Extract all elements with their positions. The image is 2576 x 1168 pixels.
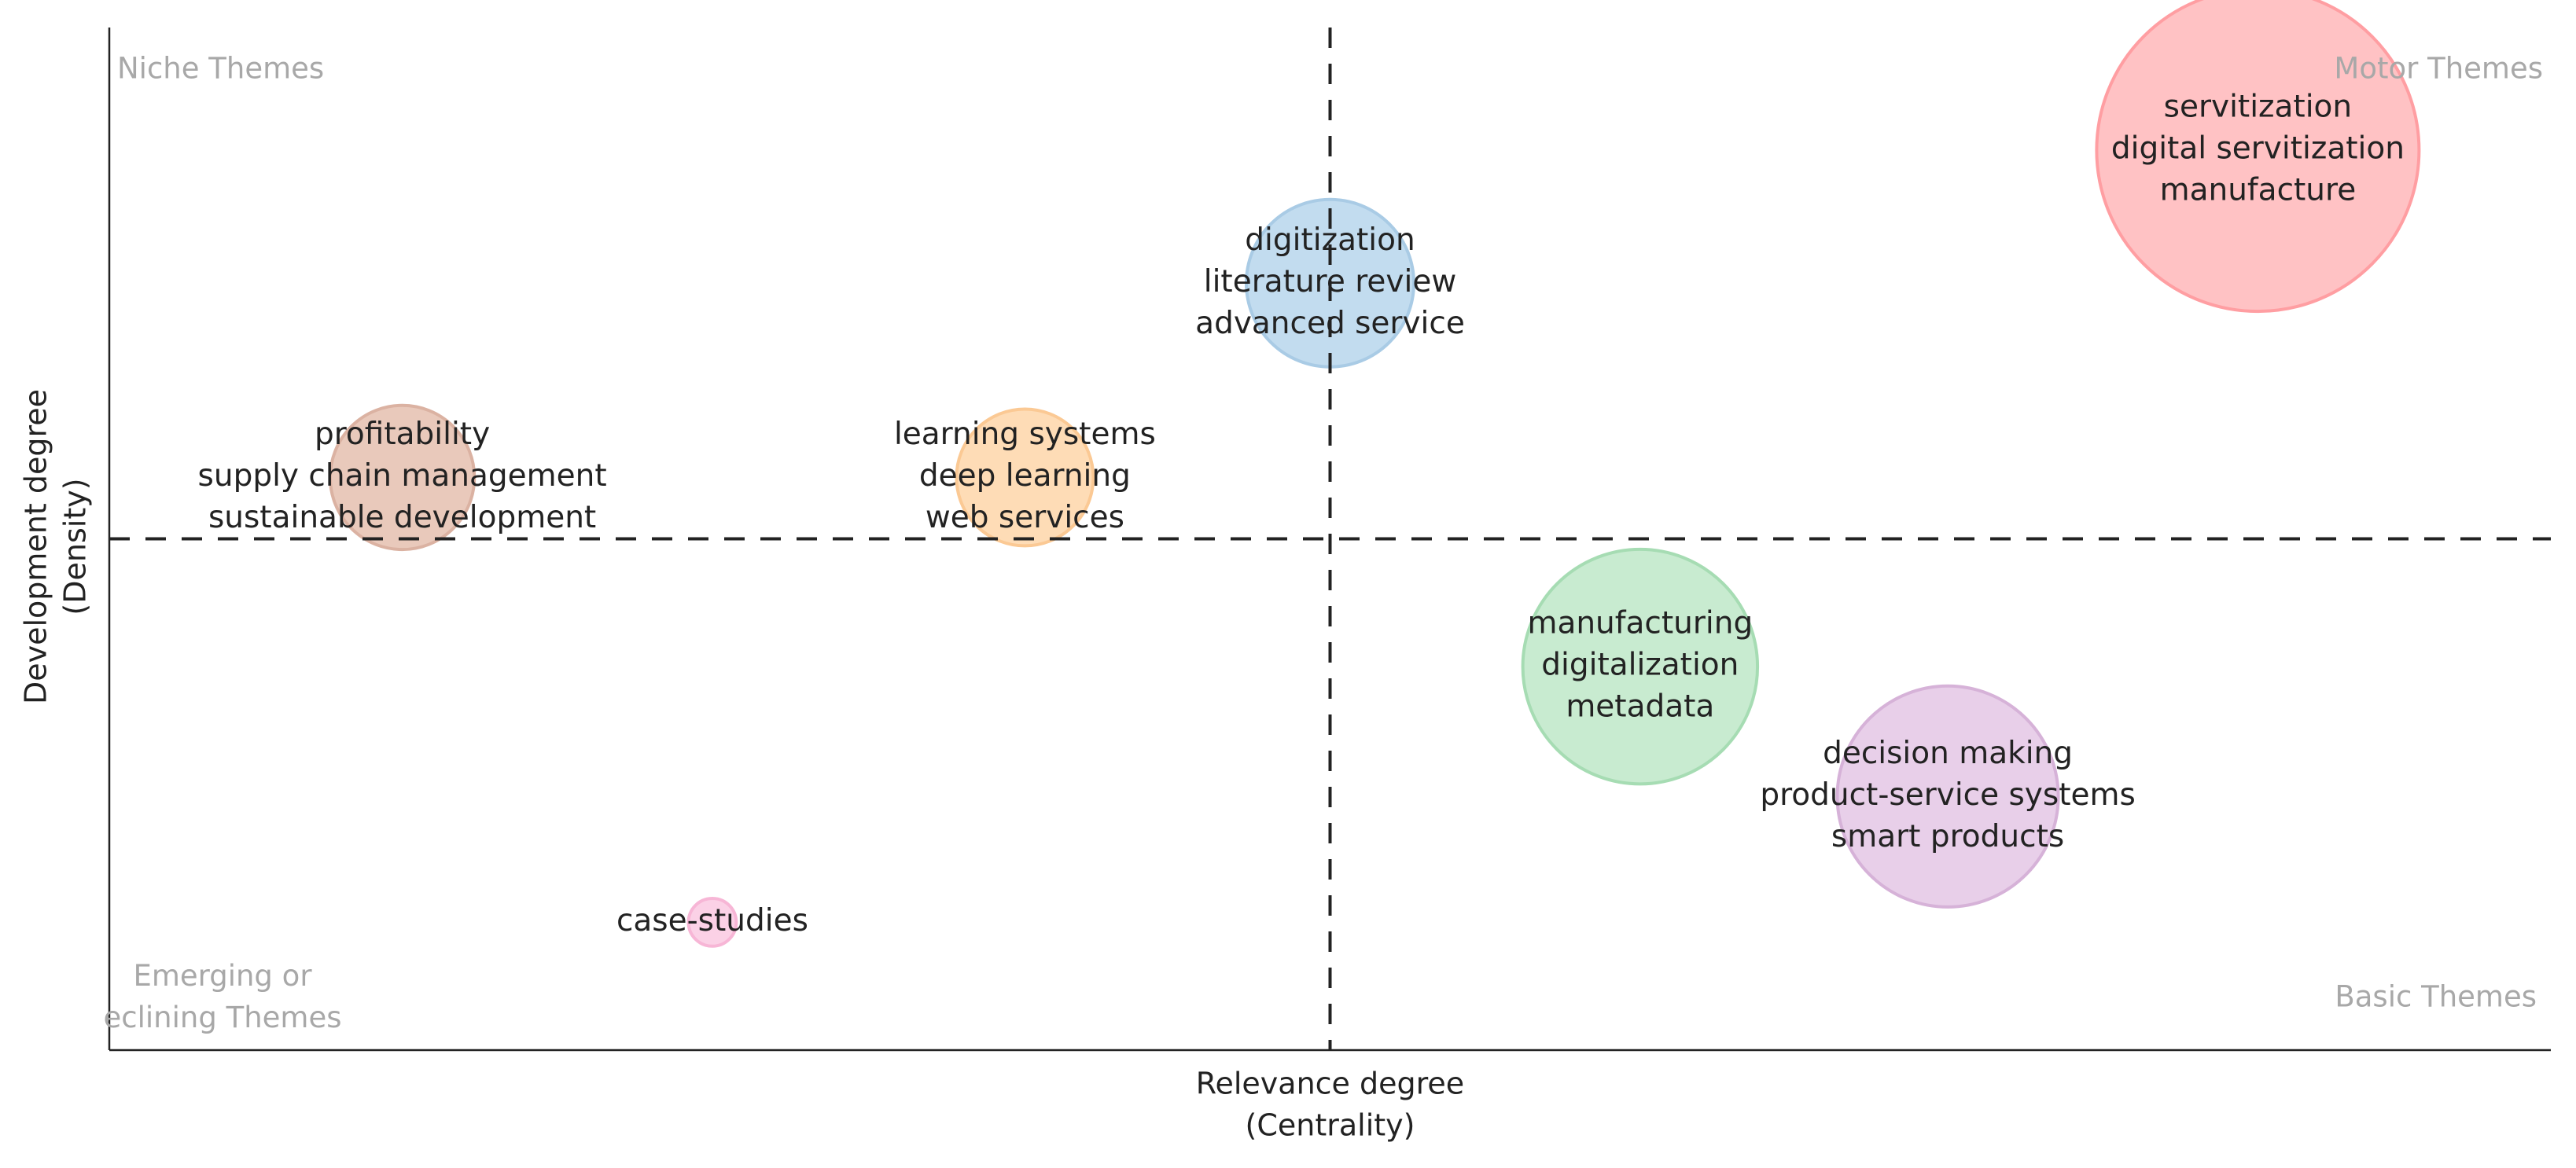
theme-bubble-1 <box>2095 0 2421 314</box>
theme-label-7: case-studies <box>616 903 808 938</box>
x-axis-title: Relevance degree(Centrality) <box>1196 1067 1464 1143</box>
y-axis-title: Development degree(Density) <box>19 389 93 704</box>
theme-bubble-4 <box>955 407 1095 548</box>
theme-bubble-7 <box>686 896 738 948</box>
quadrant-label-motor: Motor Themes <box>2334 52 2543 86</box>
bubbles-layer <box>328 0 2421 948</box>
theme-bubble-6 <box>1835 684 2060 909</box>
theme-bubble-3 <box>328 403 477 552</box>
quadrant-label-basic: Basic Themes <box>2335 980 2537 1014</box>
theme-bubble-5 <box>1521 547 1760 786</box>
quadrant-label-niche: Niche Themes <box>117 52 324 86</box>
